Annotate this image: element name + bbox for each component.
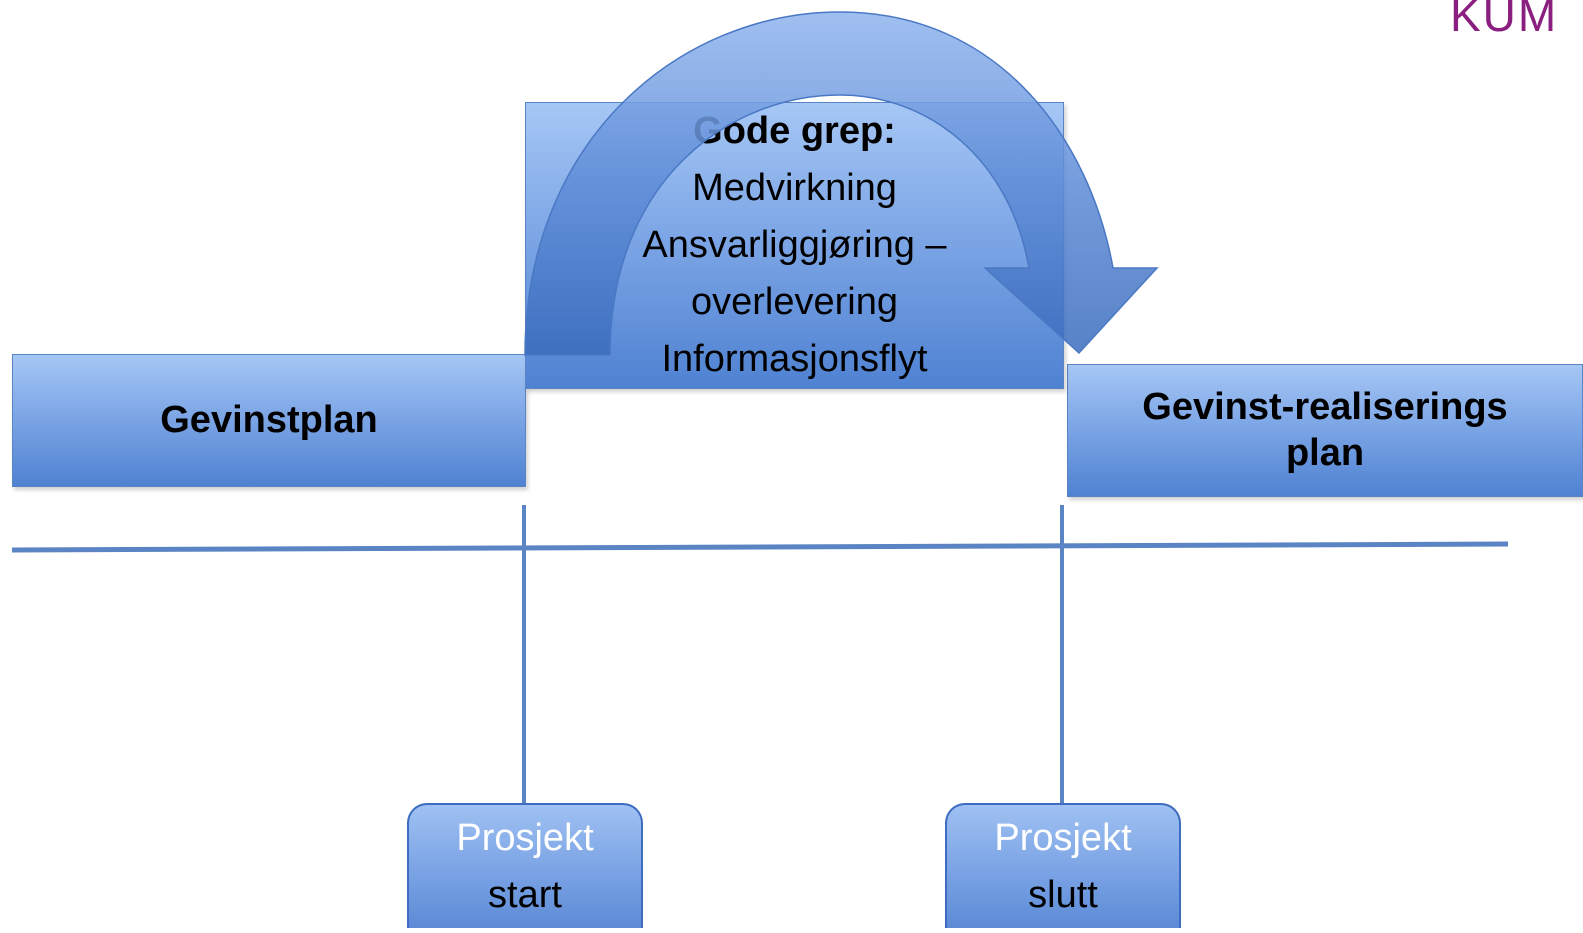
milestone-end-line1: Prosjekt bbox=[994, 816, 1132, 859]
benefit-plan-label: Gevinstplan bbox=[160, 398, 378, 441]
good-practice-item: Medvirkning bbox=[692, 167, 897, 209]
project-start-milestone: Prosjekt start bbox=[407, 803, 643, 928]
timeline-axis bbox=[11, 541, 1509, 553]
milestone-start-line2: start bbox=[488, 873, 562, 916]
logo-text: KUM bbox=[1450, 0, 1559, 41]
milestone-start-line1: Prosjekt bbox=[456, 816, 594, 859]
good-practice-item: overlevering bbox=[691, 281, 898, 323]
good-practices-box: Gode grep: Medvirkning Ansvarliggjøring … bbox=[525, 102, 1064, 389]
benefit-plan-box: Gevinstplan bbox=[12, 354, 526, 487]
good-practices-heading: Gode grep: bbox=[693, 110, 896, 152]
good-practice-item: Informasjonsflyt bbox=[661, 338, 928, 380]
good-practice-item: Ansvarliggjøring – bbox=[642, 224, 947, 266]
benefit-realization-plan-box: Gevinst-realiserings plan bbox=[1067, 364, 1583, 497]
realization-label-line2: plan bbox=[1285, 431, 1365, 474]
project-end-milestone: Prosjekt slutt bbox=[945, 803, 1181, 928]
realization-label-line1: Gevinst-realiserings bbox=[1142, 385, 1508, 428]
milestone-end-line2: slutt bbox=[1028, 873, 1098, 916]
